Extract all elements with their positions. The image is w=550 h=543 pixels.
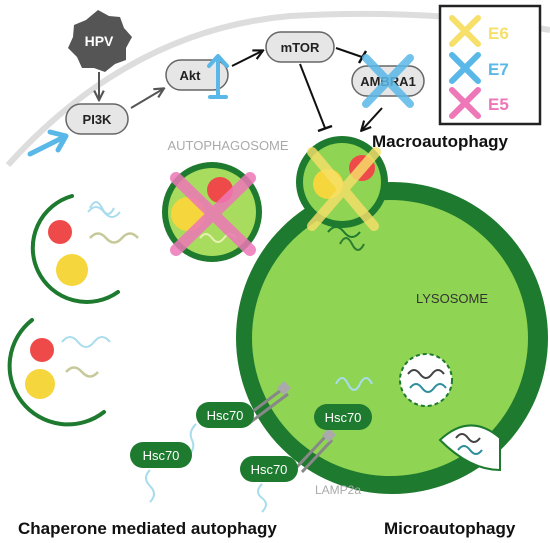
ambra1-to-macroautophagy-arrow [362,107,383,130]
legend-e5-label: E5 [488,95,509,114]
legend-e5-cross-icon [449,87,481,119]
micro-invagination [438,424,501,472]
hsc70-chaperone-4: Hsc70 [240,456,298,513]
pi3k-node: PI3K [65,103,129,135]
phagophore-2 [7,318,111,427]
mtor-inhibits-macroautophagy [299,63,326,129]
cma-label: Chaperone mediated autophagy [18,519,277,538]
mtor-inhibits-macroautophagy-bar [317,124,333,133]
e7-inhibition-mark [362,54,414,108]
floating-protein-2 [335,377,373,391]
hsc70-label-1: Hsc70 [207,408,244,423]
hsc70-label-2: Hsc70 [325,410,362,425]
hsc70-chaperone-2: Hsc70 [314,404,372,430]
mtor-label: mTOR [281,40,320,55]
microautophagy-label: Microautophagy [384,519,516,538]
legend-item-e6: E6 [449,15,509,47]
hsc70-label-4: Hsc70 [251,462,288,477]
autophagosome-label: AUTOPHAGOSOME [167,138,288,153]
lysosome-label: LYSOSOME [416,291,488,306]
hsc70-label-3: Hsc70 [143,448,180,463]
legend: E6 E7 E5 [438,4,542,126]
micro-vesicle [399,353,453,407]
hsc70-chaperone-1: Hsc70 [187,402,254,457]
floating-protein-1 [89,201,115,215]
lamp2a-receptor-2 [294,427,337,474]
e5-inhibition-mark [170,172,256,256]
lamp2a-label: LAMP2a [315,483,361,497]
akt-label: Akt [180,68,202,83]
hpv-virus: HPV [68,10,132,72]
legend-e7-label: E7 [488,60,509,79]
lysosome: LYSOSOME [236,182,548,494]
cargo-wave [327,226,361,238]
akt-upregulation-icon [207,54,229,99]
lumen-protein [339,237,365,251]
pi3k-to-akt-arrow [130,89,163,109]
legend-item-e7: E7 [449,52,509,84]
pi3k-label: PI3K [83,112,113,127]
akt-node: Akt [165,59,229,91]
mtor-inhibits-ambra1 [335,47,363,58]
receptor-arrow [27,135,65,157]
receptor-arrow-head [47,129,69,153]
legend-e6-cross-icon [449,15,481,47]
mtor-node: mTOR [265,31,335,63]
macroautophagy-label: Macroautophagy [372,132,509,151]
hsc70-chaperone-3: Hsc70 [130,442,192,503]
legend-e6-label: E6 [488,24,509,43]
legend-e7-cross-icon [449,52,481,84]
akt-to-mtor-arrow [231,51,262,67]
e6-inhibition-mark [307,147,381,231]
phagophore-1 [30,194,139,304]
legend-item-e5: E5 [449,87,509,119]
hpv-label: HPV [85,33,114,49]
